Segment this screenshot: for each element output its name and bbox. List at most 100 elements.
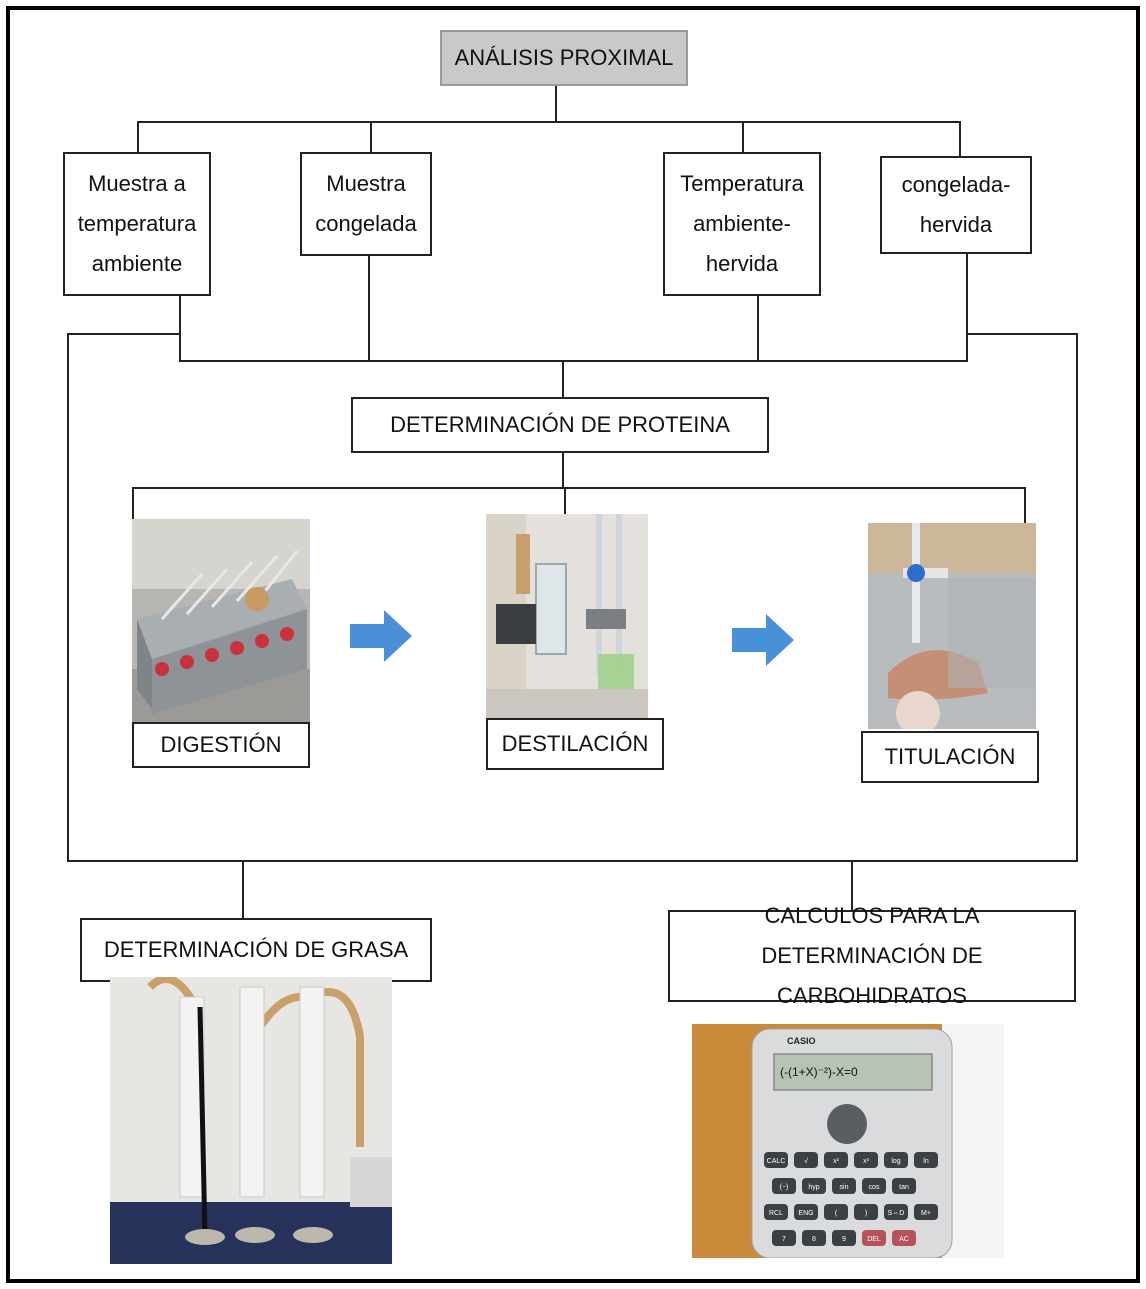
calculator-key-label: cos <box>869 1184 880 1191</box>
loop-line <box>67 333 181 335</box>
connector-line <box>137 121 139 153</box>
calculator-key <box>802 1178 826 1194</box>
calculator-key-label: S⇔D <box>888 1210 905 1217</box>
calculator-key <box>772 1178 796 1194</box>
calculator-key <box>914 1204 938 1220</box>
connector-line <box>179 296 181 361</box>
connector-line <box>370 121 372 153</box>
calculator-key <box>854 1204 878 1220</box>
loop-line <box>1076 333 1078 862</box>
connector-line <box>132 487 134 520</box>
fat-label: DETERMINACIÓN DE GRASA <box>103 937 409 962</box>
loop-line <box>67 860 1078 862</box>
calculator-key <box>862 1230 886 1246</box>
connector-line <box>1024 487 1026 525</box>
calculator-key <box>862 1178 886 1194</box>
connector-line <box>564 487 566 517</box>
calculator-key-label: 7 <box>782 1236 786 1243</box>
arrow-right-icon <box>732 614 794 666</box>
connector-line <box>562 453 564 489</box>
protein-box: DETERMINACIÓN DE PROTEINA <box>351 397 769 453</box>
calculator-key-label: CALC <box>767 1158 786 1165</box>
connector-line <box>179 360 968 362</box>
calculator-key <box>764 1152 788 1168</box>
calculator-key-label: RCL <box>769 1210 783 1217</box>
connector-line <box>132 487 1026 489</box>
calculator-key-label: (−) <box>780 1184 789 1191</box>
calculator-key-label: 8 <box>812 1236 816 1243</box>
titration-photo <box>868 523 1036 729</box>
connector-line <box>137 121 961 123</box>
calculator-key <box>892 1178 916 1194</box>
sample-box-frozen: Muestra congelada <box>300 152 432 256</box>
arrow-right-icon <box>350 610 412 662</box>
connector-line <box>959 121 961 157</box>
calculator-key-label: x² <box>833 1158 840 1165</box>
title-text: ANÁLISIS PROXIMAL <box>454 45 674 70</box>
calculator-key-label: AC <box>899 1236 909 1243</box>
calculator-key-label: hyp <box>808 1184 819 1191</box>
calculator-key <box>914 1152 938 1168</box>
distillation-label: DESTILACIÓN <box>501 731 649 756</box>
calculator-key <box>772 1230 796 1246</box>
calculator-key-label: log <box>891 1158 900 1165</box>
calculator-key-label: ENG <box>798 1210 813 1217</box>
protein-label: DETERMINACIÓN DE PROTEINA <box>390 412 730 437</box>
calculator-key-label: M+ <box>921 1210 931 1217</box>
calculator-display: (-(1+X)⁻²)-X=0 <box>780 1065 858 1079</box>
calculator-key <box>794 1204 818 1220</box>
calculator-key-label: ln <box>923 1158 929 1165</box>
titration-box: TITULACIÓN <box>861 731 1039 783</box>
calculator-brand: CASIO <box>787 1036 816 1046</box>
sample-box-frozen-boiled: congelada- hervida <box>880 156 1032 254</box>
calculator-key-label: tan <box>899 1184 909 1191</box>
sample-label: Muestra congelada <box>315 171 417 236</box>
calculator-key-label: 9 <box>842 1236 846 1243</box>
carbs-label: CALCULOS PARA LA DETERMINACIÓN DE CARBOH… <box>761 903 983 1008</box>
calculator-key <box>884 1204 908 1220</box>
sample-label: Temperatura ambiente- hervida <box>680 171 804 276</box>
fat-box: DETERMINACIÓN DE GRASA <box>80 918 432 982</box>
titration-label: TITULACIÓN <box>884 744 1016 769</box>
calculator-key <box>824 1204 848 1220</box>
sample-box-ambient-boiled: Temperatura ambiente- hervida <box>663 152 821 296</box>
connector-line <box>966 254 968 361</box>
calculator-key <box>802 1230 826 1246</box>
calculator-key <box>794 1152 818 1168</box>
digestion-box: DIGESTIÓN <box>132 722 310 768</box>
calculator-key <box>824 1152 848 1168</box>
connector-line <box>368 256 370 361</box>
connector-line <box>742 121 744 153</box>
calculator-key <box>832 1230 856 1246</box>
carbs-box: CALCULOS PARA LA DETERMINACIÓN DE CARBOH… <box>668 903 1076 1008</box>
calculator-key-label: √ <box>804 1157 808 1165</box>
title-box: ANÁLISIS PROXIMAL <box>440 30 688 86</box>
sample-label: Muestra a temperatura ambiente <box>77 171 197 276</box>
connector-line <box>562 360 564 398</box>
calculator-key <box>764 1204 788 1220</box>
calculator-key <box>892 1230 916 1246</box>
calculator-key-label: ) <box>865 1210 867 1217</box>
connector-line <box>851 860 853 910</box>
calculator-key-label: ( <box>835 1210 838 1217</box>
calculator-key-label: x³ <box>863 1158 870 1165</box>
diagram-frame <box>6 6 1140 1283</box>
sample-label: congelada- hervida <box>901 172 1011 237</box>
connector-line <box>757 296 759 361</box>
calculator-photo: CASIO (-(1+X)⁻²)-X=0 CALC √ x² x³ log ln (−) hy… <box>692 1024 1004 1258</box>
connector-line <box>555 86 557 122</box>
calculator-key <box>832 1178 856 1194</box>
calculator-key-label: sin <box>840 1184 849 1191</box>
distillation-photo <box>486 514 648 719</box>
loop-line <box>966 333 1078 335</box>
calculator-key <box>854 1152 878 1168</box>
calculator-key-label: DEL <box>867 1236 881 1243</box>
calculator-key <box>884 1152 908 1168</box>
distillation-box: DESTILACIÓN <box>486 718 664 770</box>
connector-line <box>242 860 244 920</box>
digestion-photo <box>132 519 310 724</box>
loop-line <box>67 333 69 862</box>
fat-photo <box>110 977 392 1264</box>
digestion-label: DIGESTIÓN <box>160 732 282 757</box>
sample-box-ambient: Muestra a temperatura ambiente <box>63 152 211 296</box>
